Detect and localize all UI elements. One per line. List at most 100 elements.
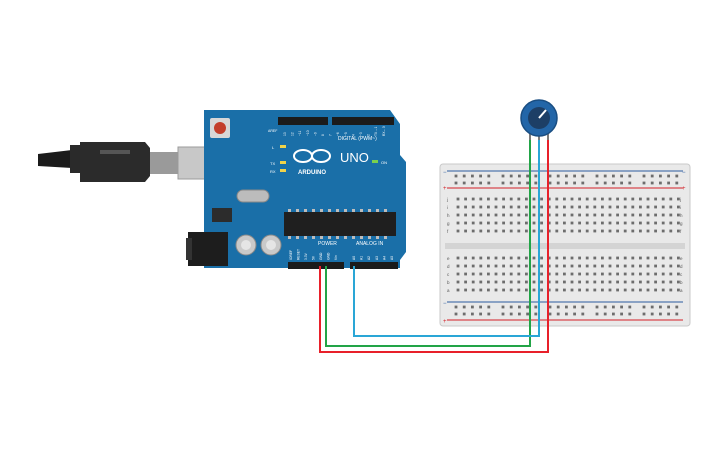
breadboard-hole[interactable] <box>525 197 528 201</box>
breadboard-hole[interactable] <box>601 272 604 276</box>
breadboard-hole[interactable] <box>573 312 576 316</box>
breadboard-hole[interactable] <box>570 229 574 233</box>
breadboard-hole[interactable] <box>661 264 665 268</box>
breadboard-hole[interactable] <box>631 221 635 225</box>
breadboard-hole[interactable] <box>563 197 566 201</box>
breadboard-hole[interactable] <box>479 264 483 268</box>
breadboard-hole[interactable] <box>487 174 491 178</box>
breadboard-hole[interactable] <box>578 288 581 292</box>
breadboard-hole[interactable] <box>471 305 474 309</box>
breadboard-hole[interactable] <box>616 272 619 276</box>
breadboard-hole[interactable] <box>595 305 599 309</box>
breadboard-hole[interactable] <box>464 229 467 233</box>
breadboard-hole[interactable] <box>509 312 513 316</box>
breadboard-hole[interactable] <box>593 205 597 209</box>
breadboard-hole[interactable] <box>487 272 490 276</box>
breadboard-hole[interactable] <box>563 288 566 292</box>
breadboard-hole[interactable] <box>502 288 505 292</box>
breadboard-hole[interactable] <box>479 181 482 185</box>
breadboard-hole[interactable] <box>570 221 574 225</box>
breadboard-hole[interactable] <box>534 305 538 309</box>
breadboard-hole[interactable] <box>501 181 505 185</box>
breadboard-hole[interactable] <box>456 288 460 292</box>
breadboard-hole[interactable] <box>570 197 574 201</box>
breadboard-hole[interactable] <box>623 229 627 233</box>
breadboard-hole[interactable] <box>525 288 528 292</box>
breadboard-hole[interactable] <box>456 229 460 233</box>
breadboard-hole[interactable] <box>501 312 505 316</box>
breadboard-hole[interactable] <box>608 197 612 201</box>
breadboard-hole[interactable] <box>608 213 612 217</box>
breadboard-hole[interactable] <box>517 264 521 268</box>
breadboard-hole[interactable] <box>479 174 482 178</box>
breadboard-hole[interactable] <box>487 312 491 316</box>
breadboard-hole[interactable] <box>677 264 680 268</box>
breadboard-hole[interactable] <box>509 181 513 185</box>
breadboard-hole[interactable] <box>525 256 528 260</box>
a0-wire[interactable] <box>353 140 540 337</box>
breadboard-hole[interactable] <box>563 213 566 217</box>
breadboard-hole[interactable] <box>547 205 551 209</box>
breadboard-hole[interactable] <box>616 229 619 233</box>
breadboard-hole[interactable] <box>479 197 483 201</box>
breadboard-hole[interactable] <box>654 272 657 276</box>
breadboard-hole[interactable] <box>464 256 467 260</box>
breadboard-hole[interactable] <box>502 272 505 276</box>
breadboard-hole[interactable] <box>494 213 498 217</box>
breadboard-hole[interactable] <box>661 280 665 284</box>
breadboard-hole[interactable] <box>661 288 665 292</box>
breadboard-hole[interactable] <box>581 181 585 185</box>
breadboard-hole[interactable] <box>646 221 650 225</box>
breadboard-hole[interactable] <box>479 213 483 217</box>
breadboard-hole[interactable] <box>464 213 467 217</box>
breadboard-hole[interactable] <box>525 264 528 268</box>
breadboard-hole[interactable] <box>578 229 581 233</box>
breadboard-hole[interactable] <box>454 305 458 309</box>
breadboard-hole[interactable] <box>631 288 635 292</box>
breadboard-hole[interactable] <box>654 264 657 268</box>
breadboard-hole[interactable] <box>555 197 559 201</box>
breadboard-hole[interactable] <box>623 288 627 292</box>
breadboard-hole[interactable] <box>654 288 657 292</box>
breadboard-hole[interactable] <box>650 181 654 185</box>
breadboard-hole[interactable] <box>540 205 543 209</box>
breadboard-hole[interactable] <box>502 280 505 284</box>
breadboard-hole[interactable] <box>501 174 505 178</box>
breadboard-hole[interactable] <box>509 280 513 284</box>
breadboard-hole[interactable] <box>540 272 543 276</box>
breadboard-hole[interactable] <box>654 197 657 201</box>
breadboard-hole[interactable] <box>518 174 521 178</box>
breadboard-hole[interactable] <box>547 256 551 260</box>
breadboard-hole[interactable] <box>639 197 642 201</box>
gnd-wire[interactable] <box>325 140 531 347</box>
breadboard-hole[interactable] <box>608 221 612 225</box>
breadboard-hole[interactable] <box>669 280 673 284</box>
breadboard-hole[interactable] <box>642 312 646 316</box>
breadboard-hole[interactable] <box>669 256 673 260</box>
breadboard-hole[interactable] <box>669 229 673 233</box>
breadboard-hole[interactable] <box>623 280 627 284</box>
breadboard-hole[interactable] <box>669 213 673 217</box>
breadboard-hole[interactable] <box>548 312 552 316</box>
breadboard-hole[interactable] <box>677 229 680 233</box>
breadboard-hole[interactable] <box>471 256 475 260</box>
breadboard-hole[interactable] <box>464 280 467 284</box>
breadboard-hole[interactable] <box>642 181 646 185</box>
5v-wire[interactable] <box>319 140 549 353</box>
breadboard-hole[interactable] <box>517 213 521 217</box>
breadboard-hole[interactable] <box>494 229 498 233</box>
breadboard-hole[interactable] <box>456 256 460 260</box>
breadboard-hole[interactable] <box>487 181 491 185</box>
breadboard-hole[interactable] <box>502 213 505 217</box>
breadboard-hole[interactable] <box>603 181 607 185</box>
breadboard-hole[interactable] <box>547 221 551 225</box>
breadboard-hole[interactable] <box>646 213 650 217</box>
breadboard-hole[interactable] <box>494 280 498 284</box>
breadboard-hole[interactable] <box>612 174 615 178</box>
breadboard-hole[interactable] <box>479 221 483 225</box>
breadboard-hole[interactable] <box>573 181 576 185</box>
power-header[interactable] <box>288 262 344 269</box>
breadboard-hole[interactable] <box>525 272 528 276</box>
digital-header-2[interactable] <box>332 117 394 125</box>
breadboard-hole[interactable] <box>623 221 627 225</box>
